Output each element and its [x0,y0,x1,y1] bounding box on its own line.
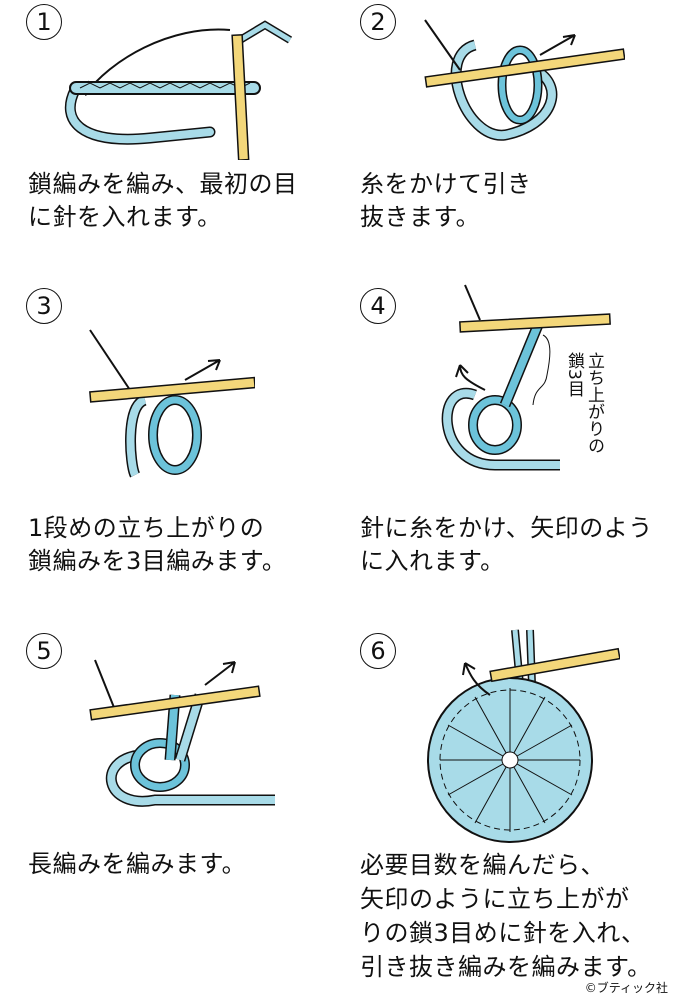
step-1-illustration [64,20,293,160]
step-3-illustration [89,329,255,478]
step-5-number: 5 [26,633,62,669]
step-3-caption: 1段めの立ち上がりの 鎖編みを3目編みます。 [28,512,286,578]
copyright: ©ブティック社 [584,981,668,995]
step-4-number: 4 [360,288,396,324]
step-2-number: 2 [360,4,396,40]
step-4-illustration [441,284,611,471]
step-5-illustration [89,659,275,807]
caption-line: 長編みを編みます。 [28,850,247,878]
step-2-caption: 糸をかけて引き 抜きます。 [360,168,532,234]
caption-line: 糸をかけて引き [360,170,532,198]
caption-line: りの鎖3目めに針を入れ、 [360,919,646,947]
step-4-caption: 針に糸をかけ、矢印のよう に入れます。 [360,512,653,578]
step-4-annotation-left: 鎖3目 [564,352,584,397]
step-6-number: 6 [360,633,396,669]
step-1-caption: 鎖編みを編み、最初の目 に針を入れます。 [28,168,298,234]
caption-line: 鎖編みを3目編みます。 [28,547,287,575]
step-2-illustration [424,19,625,141]
step-5-caption: 長編みを編みます。 [28,848,246,881]
step-4-annotation-right: 立ち上がりの [584,352,604,454]
caption-line: 引き抜き編みを編みます。 [360,953,652,981]
caption-line: 抜きます。 [360,203,481,231]
step-6-illustration [427,629,620,843]
caption-line: に針を入れます。 [28,203,222,231]
caption-line: 矢印のように立ち上がが [360,885,630,913]
caption-line: 鎖編みを編み、最初の目 [28,170,298,198]
caption-line: 針に糸をかけ、矢印のよう [360,514,653,542]
step-3-number: 3 [26,288,62,324]
step-1-number: 1 [26,4,62,40]
step-6-caption: 必要目数を編んだら、 矢印のように立ち上がが りの鎖3目めに針を入れ、 引き抜き… [360,848,652,984]
caption-line: 必要目数を編んだら、 [360,851,605,879]
caption-line: に入れます。 [360,547,505,575]
caption-line: 1段めの立ち上がりの [28,514,265,542]
